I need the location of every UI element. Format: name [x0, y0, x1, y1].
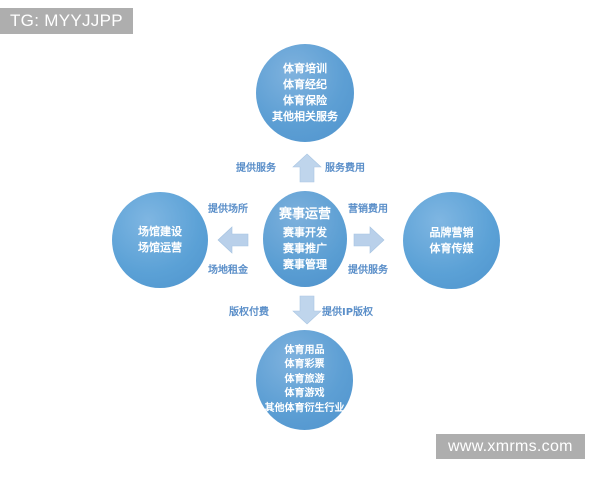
node-bottom-item-1: 体育彩票	[284, 359, 325, 371]
node-center-title: 赛事运营	[278, 206, 331, 222]
node-top-services: 体育培训 体育经纪 体育保险 其他相关服务	[256, 44, 354, 142]
label-bottom-right: 提供IP版权	[322, 307, 374, 318]
node-bottom-item-4: 其他体育衍生行业	[264, 402, 345, 414]
label-right-bottom: 提供服务	[348, 265, 388, 276]
label-left-bottom: 场地租金	[208, 265, 248, 276]
node-right-marketing: 品牌营销 体育传媒	[403, 192, 500, 289]
node-center-item-1: 赛事推广	[283, 242, 327, 256]
watermark-bottom-right: www.xmrms.com	[436, 434, 585, 459]
node-top-item-0: 体育培训	[283, 62, 327, 76]
node-bottom-item-2: 体育旅游	[284, 373, 325, 385]
watermark-top-left: TG: MYYJJPP	[0, 8, 133, 34]
node-center-event-operations: 赛事运营 赛事开发 赛事推广 赛事管理	[263, 191, 347, 287]
arrow-right-icon	[353, 226, 385, 254]
node-right-item-1: 体育传媒	[429, 241, 474, 255]
label-top-right: 服务费用	[325, 163, 365, 174]
node-top-item-2: 体育保险	[283, 94, 327, 107]
label-right-top: 营销费用	[348, 204, 388, 215]
arrow-up-icon	[292, 153, 322, 183]
node-bottom-item-3: 体育游戏	[284, 388, 325, 400]
node-left-item-1: 场馆运营	[138, 241, 182, 254]
node-left-item-0: 场馆建设	[138, 225, 182, 239]
label-top-left: 提供服务	[236, 163, 276, 174]
node-bottom-item-0: 体育用品	[284, 344, 325, 356]
label-bottom-left: 版权付费	[229, 307, 269, 318]
node-top-item-1: 体育经纪	[283, 78, 327, 92]
node-bottom-derivatives: 体育用品 体育彩票 体育旅游 体育游戏 其他体育衍生行业	[256, 330, 353, 430]
node-center-item-2: 赛事管理	[283, 258, 327, 272]
label-left-top: 提供场所	[208, 204, 248, 215]
arrow-left-icon	[217, 226, 249, 254]
node-top-item-3: 其他相关服务	[272, 109, 338, 123]
node-right-item-0: 品牌营销	[429, 225, 474, 239]
node-left-venue: 场馆建设 场馆运营	[112, 192, 208, 288]
arrow-down-icon	[292, 295, 322, 325]
node-center-item-0: 赛事开发	[283, 226, 327, 240]
